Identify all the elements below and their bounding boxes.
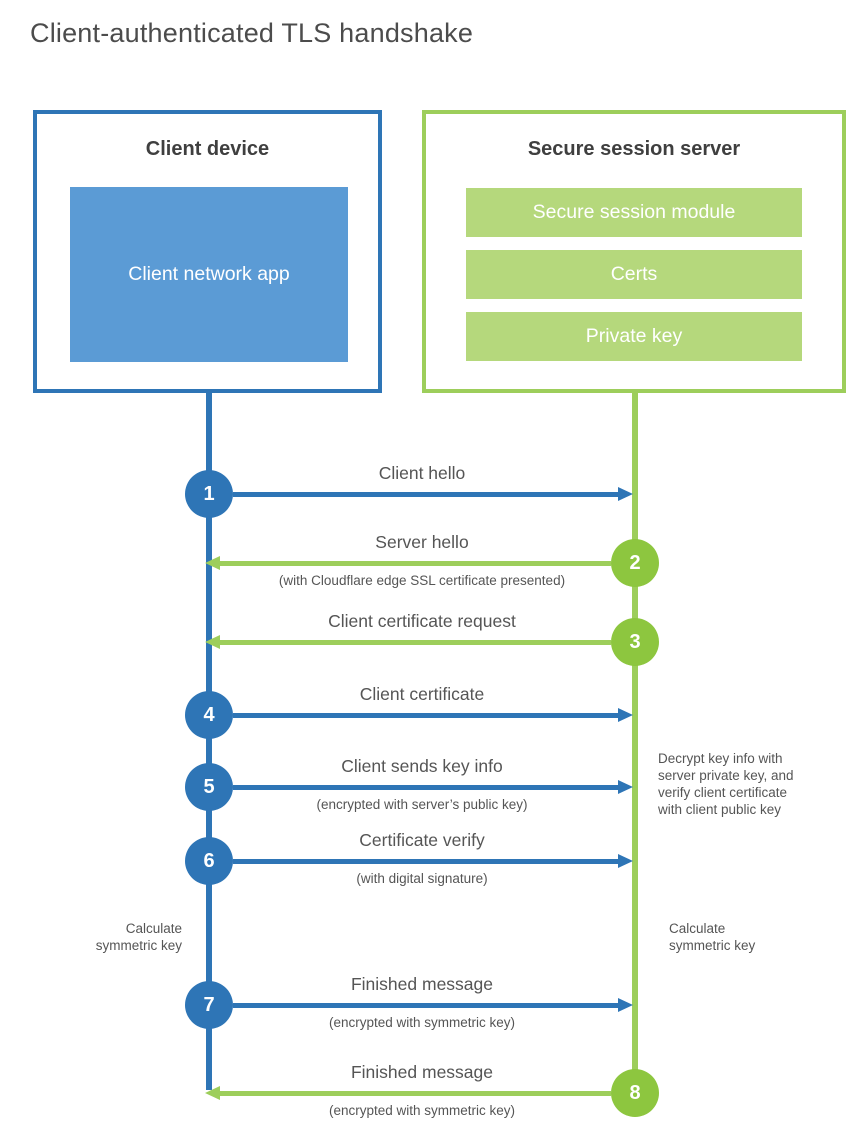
server-calculate-key-note-line: symmetric key <box>669 938 756 953</box>
server-decrypt-note-line: server private key, and <box>658 768 794 783</box>
step-8-sublabel: (encrypted with symmetric key) <box>328 1103 516 1118</box>
server-decrypt-note: Decrypt key info with server private key… <box>658 750 848 818</box>
step-5-marker: 5 <box>185 763 233 811</box>
step-8-label: Finished message <box>350 1062 494 1082</box>
client-lifeline <box>206 392 212 1090</box>
server-lifeline <box>632 393 638 1093</box>
step-6-sublabel: (with digital signature) <box>356 871 488 886</box>
page-title: Client-authenticated TLS handshake <box>30 18 474 48</box>
step-6-marker: 6 <box>185 837 233 885</box>
step-7-sublabel: (encrypted with symmetric key) <box>328 1015 516 1030</box>
server-calculate-key-note-line: Calculate <box>669 921 726 936</box>
step-7-label: Finished message <box>350 974 494 994</box>
secure-session-server-title: Secure session server <box>527 138 741 160</box>
client-calculate-key-note-line: symmetric key <box>95 938 182 953</box>
step-7-marker: 7 <box>185 981 233 1029</box>
step-8-marker: 8 <box>611 1069 659 1117</box>
server-module-certs: Certs <box>466 250 802 299</box>
client-device-title: Client device <box>145 138 270 160</box>
step-1-marker: 1 <box>185 470 233 518</box>
server-module-secure-session: Secure session module <box>466 188 802 237</box>
server-decrypt-note-line: Decrypt key info with <box>658 751 783 766</box>
step-3-arrow-left <box>205 635 611 649</box>
step-2-arrow-left <box>205 556 611 570</box>
client-calculate-key-note: Calculate symmetric key <box>52 920 182 954</box>
client-network-app-label: Client network app <box>128 263 290 286</box>
step-3-label: Client certificate request <box>328 611 516 631</box>
step-1-arrow-right <box>233 487 633 501</box>
step-2-marker: 2 <box>611 539 659 587</box>
server-module-private-key: Private key <box>466 312 802 361</box>
step-7-arrow-right <box>233 998 633 1012</box>
client-network-app-box: Client network app <box>70 187 348 362</box>
step-2-sublabel: (with Cloudflare edge SSL certificate pr… <box>278 573 566 588</box>
step-6-arrow-right <box>233 854 633 868</box>
step-5-label: Client sends key info <box>341 756 503 776</box>
step-5-sublabel: (encrypted with server’s public key) <box>316 797 528 812</box>
step-1-label: Client hello <box>378 463 466 483</box>
step-8-arrow-left <box>205 1086 611 1100</box>
server-decrypt-note-line: verify client certificate <box>658 785 788 800</box>
client-calculate-key-note-line: Calculate <box>125 921 182 936</box>
server-decrypt-note-line: with client public key <box>658 802 782 817</box>
step-4-arrow-right <box>233 708 633 722</box>
step-5-arrow-right <box>233 780 633 794</box>
step-3-marker: 3 <box>611 618 659 666</box>
step-4-marker: 4 <box>185 691 233 739</box>
step-6-label: Certificate verify <box>359 830 485 850</box>
step-4-label: Client certificate <box>359 684 485 704</box>
step-2-label: Server hello <box>375 532 469 552</box>
server-calculate-key-note: Calculate symmetric key <box>669 920 799 954</box>
